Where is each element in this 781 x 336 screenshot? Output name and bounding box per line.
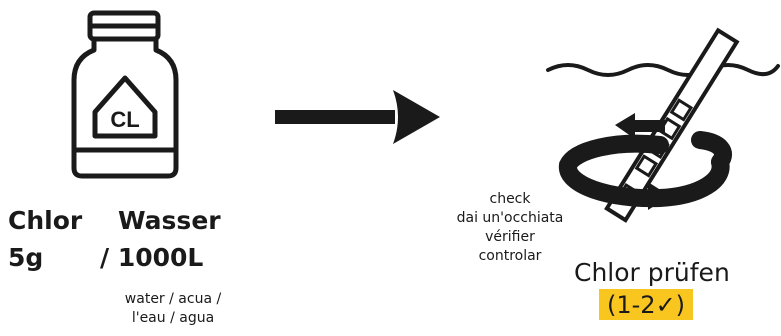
check-translation-line: vérifier [485, 229, 535, 245]
check-translations: check dai un'occhiata vérifier controlar [430, 190, 590, 266]
arrow-right-icon [275, 90, 440, 144]
chlor-amount: 5g [8, 243, 44, 272]
check-translation-line: dai un'occhiata [456, 210, 564, 226]
water-translations: water / acua / l'eau / agua [98, 290, 248, 328]
wave-icon [546, 63, 780, 77]
chlor-test-title: Chlor prüfen [574, 258, 730, 287]
water-label: Wasser [118, 206, 221, 235]
check-translation-line: check [489, 191, 531, 207]
water-amount: / 1000L [100, 243, 204, 272]
test-scene [546, 27, 780, 223]
check-translation-line: controlar [478, 248, 542, 264]
chlor-test-range: (1-2✓) [599, 289, 694, 320]
water-translation-line: water / acua / [124, 291, 222, 307]
jar-cl-text: CL [110, 107, 139, 132]
swirl-arrow-icon [559, 113, 732, 210]
jar-icon: CL [71, 10, 179, 179]
water-translation-line: l'eau / agua [131, 310, 215, 326]
chlor-label: Chlor [8, 206, 83, 235]
